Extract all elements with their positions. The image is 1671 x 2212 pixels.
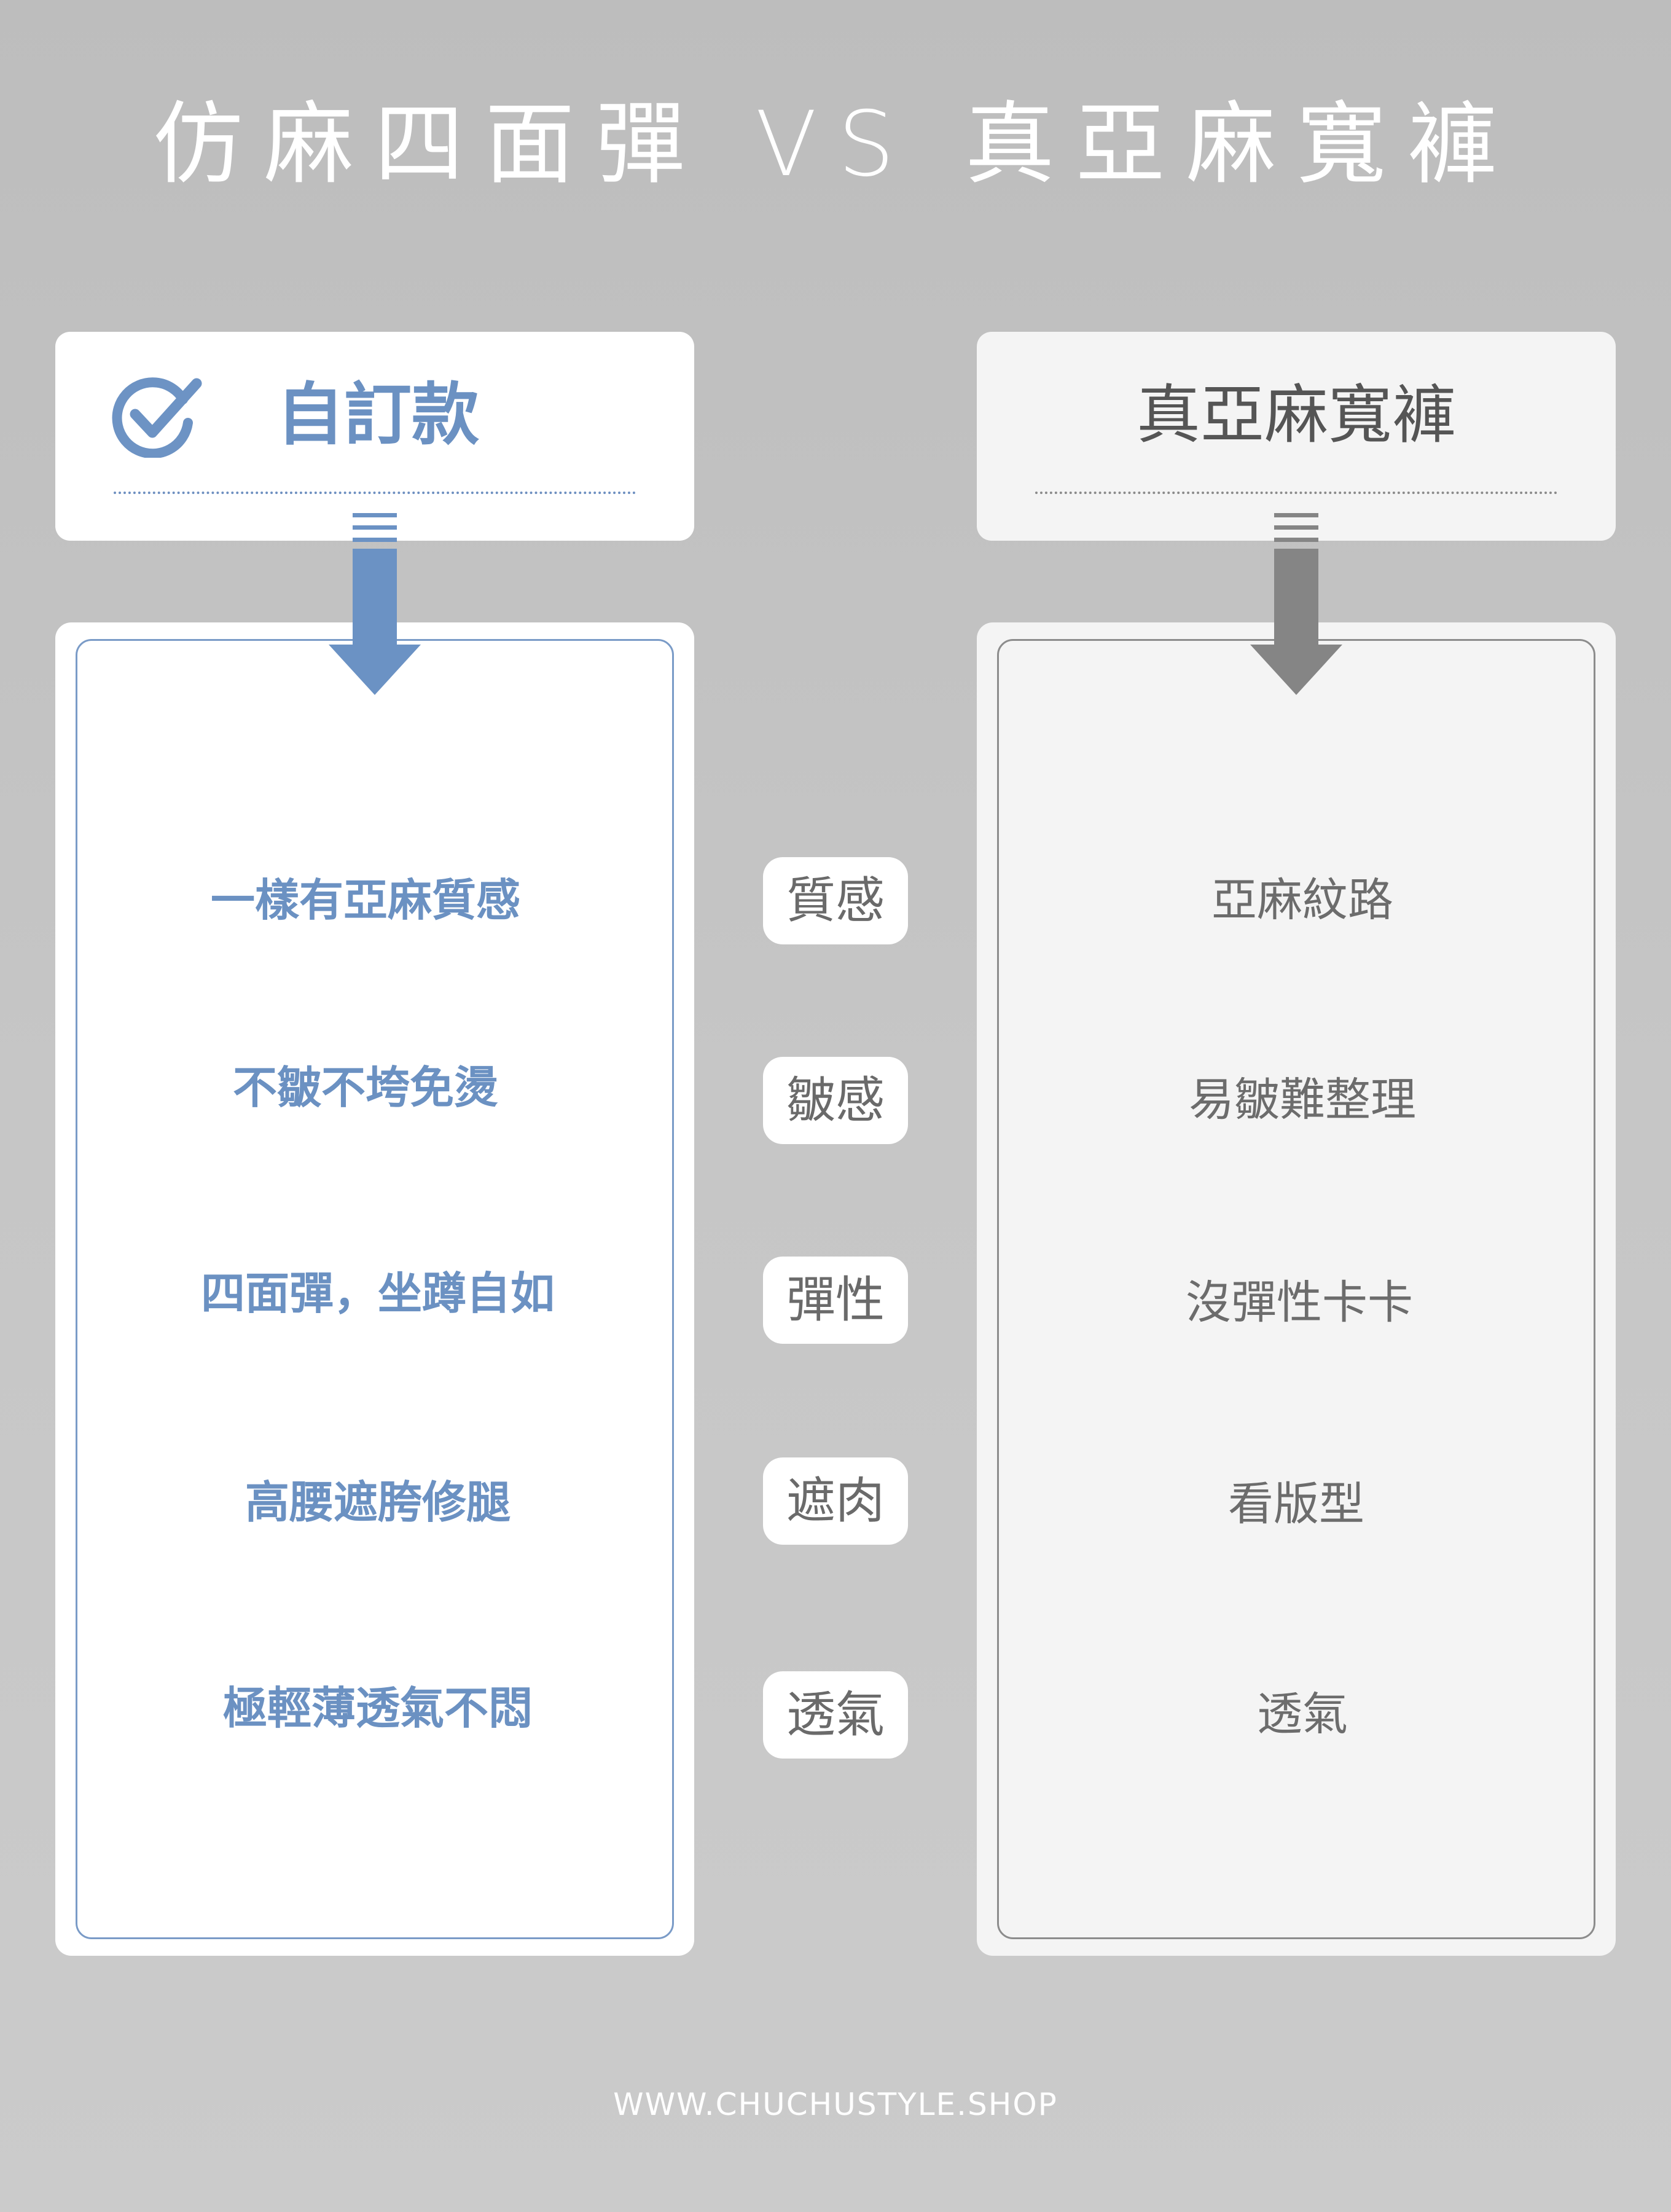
left-header-label: 自訂款	[276, 375, 479, 454]
page-title: 仿麻四面彈 VS 真亞麻寬褲	[153, 92, 1518, 197]
right-feature-breathable: 透氣	[1257, 1688, 1348, 1741]
left-comparison-panel	[55, 622, 694, 1956]
category-pill-coverage: 遮肉	[763, 1457, 908, 1545]
left-feature-breathable: 極輕薄透氣不悶	[222, 1682, 533, 1734]
left-feature-stretch: 四面彈，坐蹲自如	[200, 1268, 555, 1319]
right-feature-coverage: 看版型	[1228, 1478, 1364, 1531]
right-comparison-panel	[977, 622, 1616, 1956]
right-feature-wrinkle: 易皺難整理	[1189, 1073, 1416, 1126]
category-pill-stretch: 彈性	[763, 1257, 908, 1344]
left-feature-wrinkle: 不皺不垮免燙	[232, 1062, 498, 1113]
arrow-down-icon	[1250, 513, 1342, 695]
category-pill-breathable: 透氣	[763, 1671, 908, 1759]
category-pill-wrinkle: 皺感	[763, 1057, 908, 1144]
footer-website: WWW.CHUCHUSTYLE.SHOP	[613, 2087, 1058, 2122]
right-header-label: 真亞麻寬褲	[1136, 377, 1456, 452]
right-header-card: 真亞麻寬褲	[977, 332, 1616, 541]
left-header-card: 自訂款	[55, 332, 694, 541]
category-pill-texture: 質感	[763, 857, 908, 944]
right-feature-stretch: 沒彈性卡卡	[1186, 1276, 1413, 1329]
left-header-divider	[114, 492, 636, 494]
right-feature-texture: 亞麻紋路	[1211, 874, 1393, 927]
check-circle-icon	[112, 377, 202, 458]
arrow-down-icon	[329, 513, 421, 695]
right-header-divider	[1035, 492, 1557, 494]
left-feature-texture: 一樣有亞麻質感	[210, 874, 520, 926]
left-feature-coverage: 高腰遮胯修腿	[245, 1477, 511, 1528]
